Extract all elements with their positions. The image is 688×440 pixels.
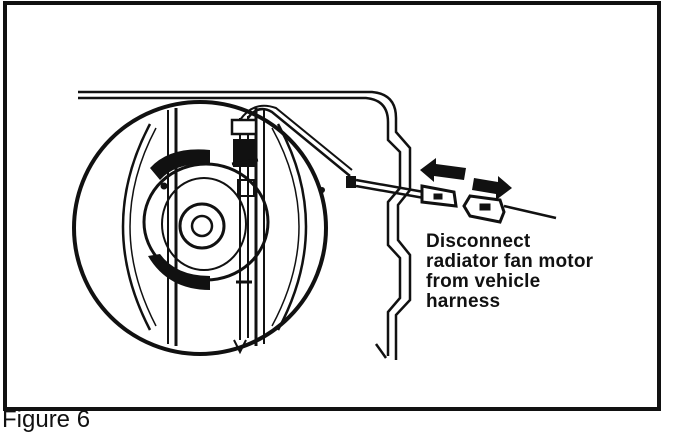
radiator-shroud xyxy=(78,90,412,360)
disconnect-instruction: Disconnect radiator fan motor from vehic… xyxy=(426,232,656,312)
callout-line: harness xyxy=(426,291,501,312)
callout-line: radiator fan motor xyxy=(426,251,594,272)
callout-line: from vehicle xyxy=(426,271,541,292)
mounting-bolt xyxy=(160,262,168,270)
double-arrow-icon xyxy=(420,158,512,200)
figure-caption: Figure 6 xyxy=(2,406,91,433)
vehicle-harness-connector xyxy=(462,194,506,224)
mounting-bolt xyxy=(319,187,325,193)
fan-motor-connector xyxy=(420,184,458,208)
vehicle-harness-wire xyxy=(503,204,557,220)
fan-wire-harness xyxy=(230,104,425,355)
mounting-bolt xyxy=(160,182,168,190)
fan-assembly xyxy=(72,100,328,356)
figure-frame xyxy=(3,1,661,411)
callout-line: Disconnect xyxy=(426,231,531,252)
